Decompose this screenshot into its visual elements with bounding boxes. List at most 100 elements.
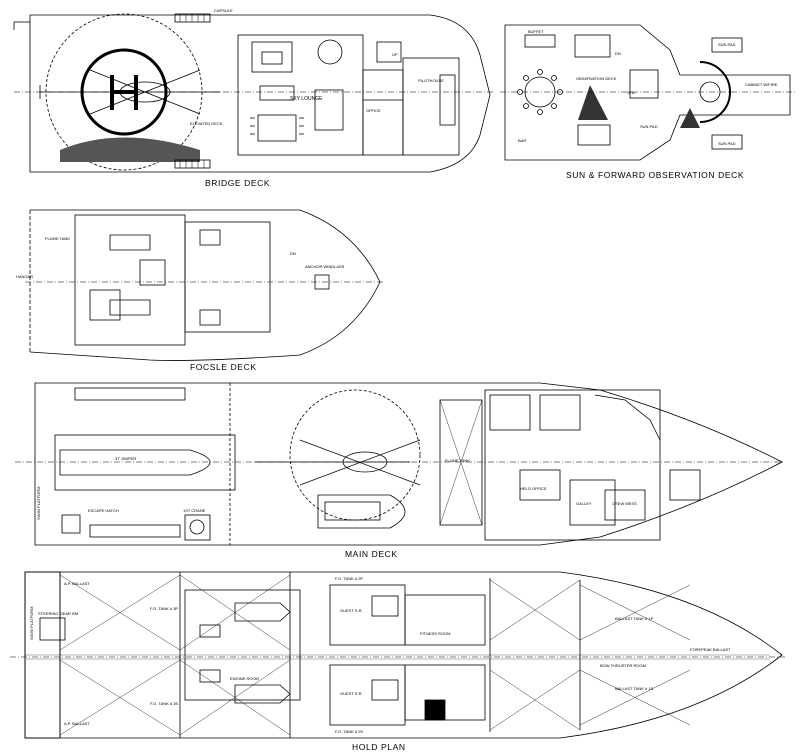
main-helicopter xyxy=(255,439,421,486)
hold-plan: SWIM PLATFORM A.P. BALLAST A.P. BALLAST … xyxy=(10,571,785,752)
generator-2 xyxy=(199,669,221,683)
sun-pad-label-2: SUN PAD xyxy=(640,124,658,129)
main-engine-1 xyxy=(234,602,291,622)
pilothouse-console xyxy=(439,74,456,126)
sun-pad-aft xyxy=(711,37,743,53)
sun-pad-fwd xyxy=(711,134,743,150)
hold-stair xyxy=(424,699,446,721)
galley xyxy=(569,479,616,526)
sun-deck-plan: BUFFET SUN PAD SUN PAD SUN PAD DN SPA OB… xyxy=(500,24,795,180)
bridge-deck-outline xyxy=(29,14,491,173)
sun-deck-seating-2 xyxy=(577,124,611,146)
sun-deck-outline xyxy=(504,24,791,161)
tender-cradle xyxy=(54,434,236,491)
ballast-tank-label-1: BALLAST TANK # 1P xyxy=(615,616,654,621)
engine-room xyxy=(184,589,301,701)
flume-tank xyxy=(439,399,483,526)
crew-mess-table xyxy=(604,489,646,521)
escape-hatch xyxy=(61,514,81,534)
pilothouse-room xyxy=(402,57,460,156)
focsle-flume-label: FLUME TANK xyxy=(45,236,70,241)
tender-boat xyxy=(59,449,211,476)
observation-dining-table xyxy=(524,76,556,108)
engine-room-label: ENGINE ROOM xyxy=(230,676,259,681)
bridge-deck-title: BRIDGE DECK xyxy=(205,178,270,188)
main-flume-label: FLUME TANK xyxy=(445,458,470,463)
windlass-label: ANCHOR WINDLASS xyxy=(305,264,345,269)
helo-office-label: HELO OFFICE xyxy=(520,486,547,491)
sun-deck-seating-1 xyxy=(574,34,611,58)
pilothouse-label: PILOTHOUSE xyxy=(418,78,444,83)
lounge-sofa xyxy=(251,41,293,73)
game-table xyxy=(317,39,343,65)
ap-ballast-label-1: A.P. BALLAST xyxy=(64,581,90,586)
buffet-label: BUFFET xyxy=(528,29,544,34)
hold-plan-title: HOLD PLAN xyxy=(352,742,406,752)
guest-sr-label-1: GUEST S.R. xyxy=(340,608,363,613)
crane xyxy=(184,514,211,541)
sky-lounge-room xyxy=(237,34,364,156)
fo-tank-label-2: F.O. TANK # 3S xyxy=(150,701,178,706)
crane-label: 1ST CRANE xyxy=(183,508,206,513)
fo-tank-label-1: F.O. TANK # 3P xyxy=(150,606,178,611)
sky-lounge-label: SKY LOUNGE xyxy=(290,96,323,102)
main-engine-2 xyxy=(234,684,291,704)
focsle-crew-block xyxy=(74,214,186,346)
bridge-up-label: UP xyxy=(392,52,398,57)
bar-counter xyxy=(259,85,295,101)
ballast-tank-label-2: BALLAST TANK # 1S xyxy=(615,686,654,691)
main-deck-plan: SWIM PLATFORM 37' SNIPER FLUME TANK 1ST … xyxy=(15,382,785,559)
bridge-deck-shading xyxy=(60,137,200,162)
spa-label: SPA xyxy=(627,90,635,95)
sun-deck-title: SUN & FORWARD OBSERVATION DECK xyxy=(566,170,744,180)
sun-pad-label-1: SUN PAD xyxy=(718,42,736,47)
focsle-title: FOCSLE DECK xyxy=(190,362,257,372)
hold-swim-platform-label: SWIM PLATFORM xyxy=(29,607,34,640)
crew-cabin-1 xyxy=(489,394,531,431)
sun-dn-label: DN xyxy=(615,51,621,56)
steering-gear xyxy=(39,617,66,641)
forepeak-label: FOREPEAK BALLAST xyxy=(690,647,731,652)
fo-tank-label-3: F.O. TANK # 2P xyxy=(335,576,363,581)
main-deck-outline xyxy=(34,382,783,546)
bridge-deck-plan: SKY LOUNGE OFFICE PILOTHOUSE ELEVATED DE… xyxy=(13,8,495,188)
main-deck-tender-2 xyxy=(317,494,406,529)
bridge-stair-top xyxy=(174,13,211,23)
main-swim-platform-label: SWIM PLATFORM xyxy=(36,487,41,520)
hold-outline xyxy=(24,571,783,739)
escape-hatch-label: ESCAPE HATCH xyxy=(88,508,119,513)
focsle-dn-label: DN xyxy=(290,251,296,256)
cabinet-label: CABINET W/FIRE xyxy=(745,82,778,87)
fitness-label: FITNESS ROOM xyxy=(420,631,450,636)
bow-thruster-label: BOW THRUSTER ROOM xyxy=(600,663,646,668)
focsle-cabin-1 xyxy=(184,221,271,333)
bridge-stair-bottom xyxy=(174,159,211,169)
guest-sr-label-2: GUEST S.R. xyxy=(340,691,363,696)
main-deck-accommodation xyxy=(484,389,661,541)
hangar-label: HANGAR xyxy=(16,274,33,279)
main-deck-title: MAIN DECK xyxy=(345,549,398,559)
lounge-sofa-2 xyxy=(314,89,344,131)
ap-ballast-label-2: A.P. BALLAST xyxy=(64,721,90,726)
deck-lockers-1 xyxy=(74,387,186,401)
helm-arc xyxy=(699,61,731,123)
crew-cabin-2 xyxy=(539,394,581,431)
bar-label: BAR xyxy=(518,138,526,143)
galley-label: GALLEY xyxy=(576,501,592,506)
tender-label: 37' SNIPER xyxy=(115,456,136,461)
focsle-outline xyxy=(29,209,381,361)
sun-deck-spa xyxy=(629,69,659,99)
office-label: OFFICE xyxy=(366,108,381,113)
observation-label: OBSERVATION DECK xyxy=(576,76,617,81)
sun-pad-label-3: SUN PAD xyxy=(718,141,736,146)
dining-table xyxy=(257,114,297,142)
capsule-label: CAPSULE xyxy=(214,8,233,13)
elevated-deck-label: ELEVATED DECK xyxy=(190,121,223,126)
generator-1 xyxy=(199,624,221,638)
observation-deck-hatch xyxy=(578,85,608,120)
main-helipad-circle xyxy=(289,389,421,521)
fo-tank-label-4: F.O. TANK # 2S xyxy=(335,729,363,734)
forward-hatch xyxy=(680,108,700,128)
steering-label: STEERING GEAR RM xyxy=(38,611,78,616)
